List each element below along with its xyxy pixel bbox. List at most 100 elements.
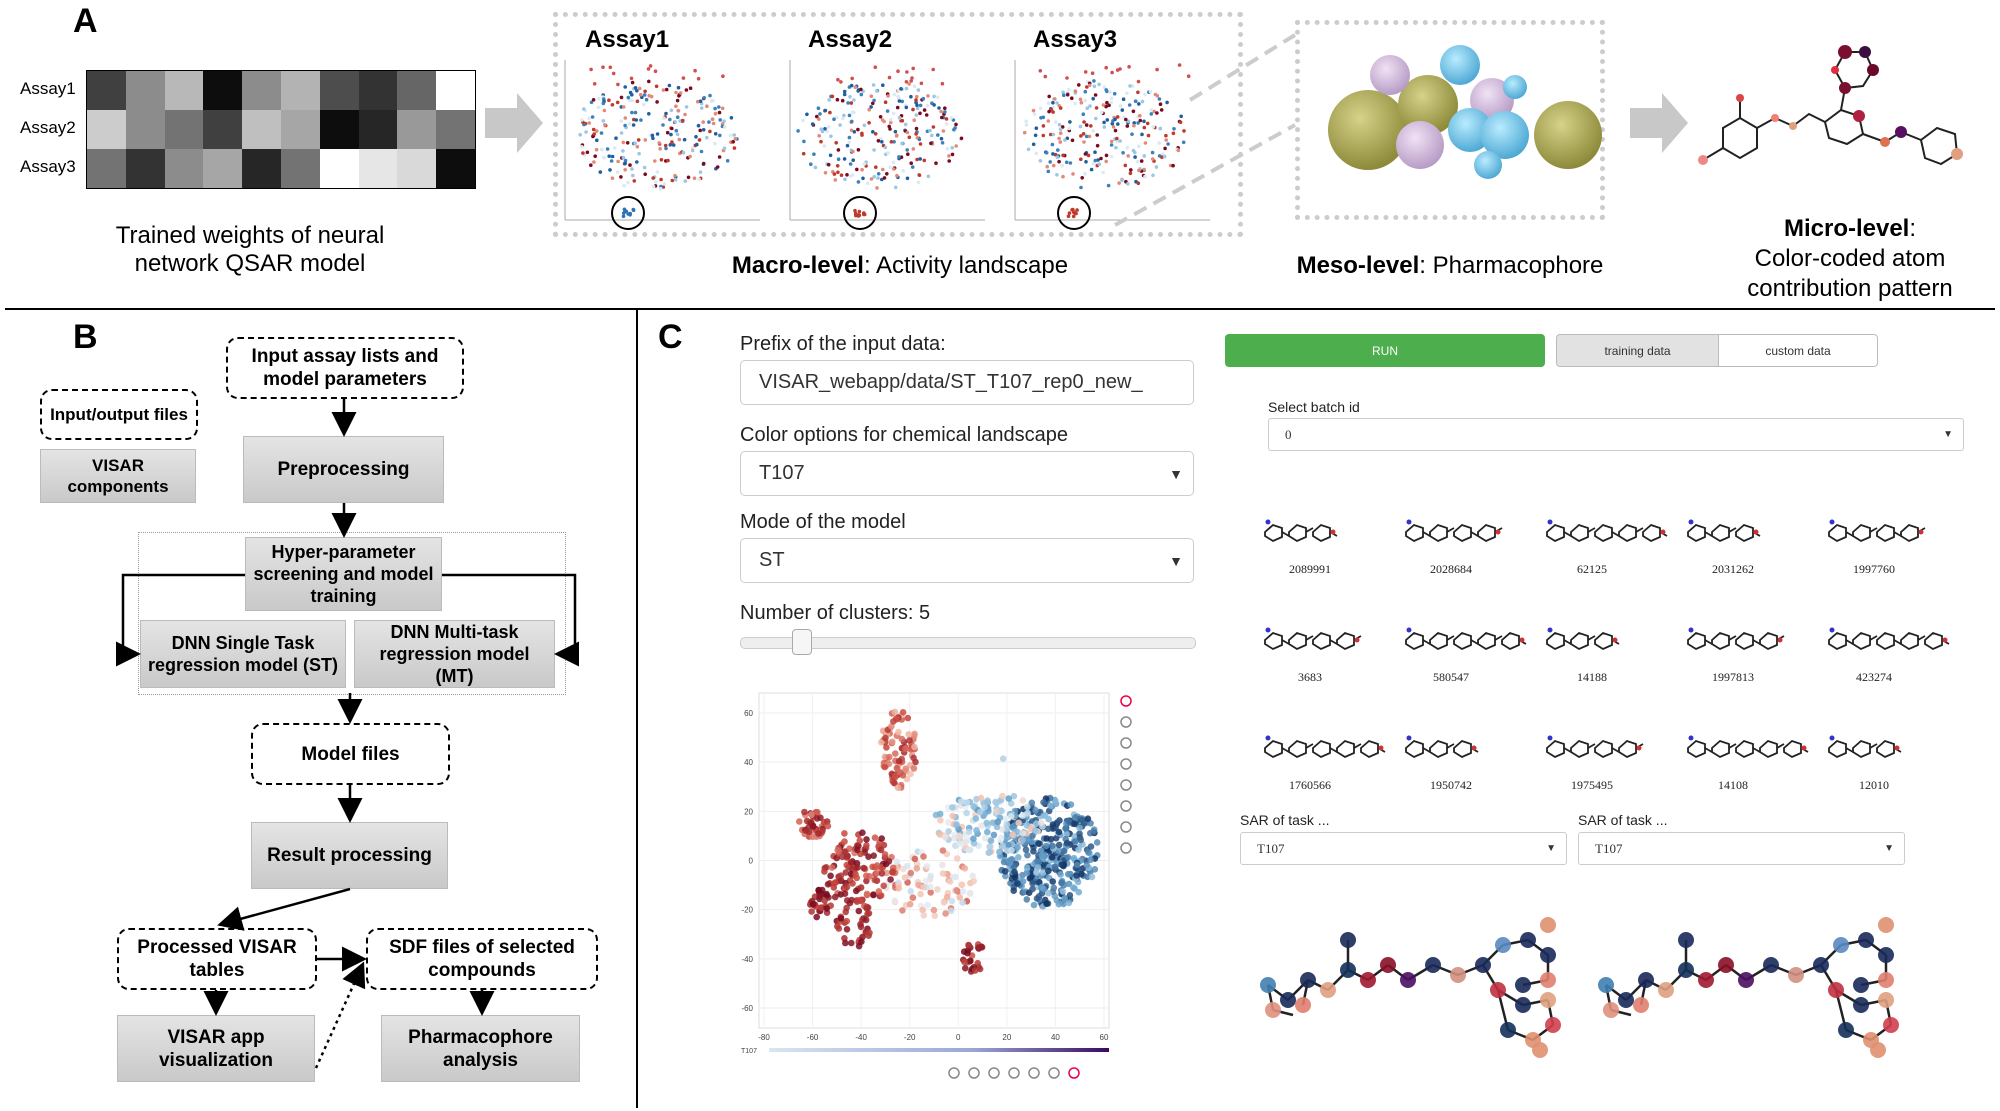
- molecule-thumbnail[interactable]: [1250, 500, 1370, 560]
- landscape-point: [887, 876, 894, 883]
- landscape-point: [1049, 878, 1056, 885]
- y-tick-label: -20: [741, 906, 753, 915]
- landscape-point: [907, 888, 914, 895]
- landscape-point: [973, 827, 980, 834]
- heatmap-cell: [87, 71, 126, 110]
- mode-select[interactable]: ST ▼: [740, 538, 1194, 583]
- landscape-point: [848, 939, 855, 947]
- sar-value-2: T107: [1595, 840, 1623, 856]
- landscape-point: [992, 798, 999, 806]
- sar-atom: [1638, 972, 1654, 988]
- color-options-select[interactable]: T107 ▼: [740, 451, 1194, 496]
- landscape-point: [877, 846, 885, 854]
- sar-atom: [1520, 932, 1536, 948]
- landscape-point: [1024, 809, 1031, 817]
- molecule-thumbnail[interactable]: [1814, 608, 1950, 668]
- molecule-thumbnail[interactable]: [1532, 500, 1668, 560]
- landscape-point: [828, 864, 836, 871]
- landscape-point: [958, 798, 965, 805]
- sar-select-2[interactable]: T107 ▼: [1578, 832, 1905, 865]
- panel-a-label: A: [73, 2, 98, 40]
- heatmap-cell: [87, 110, 126, 149]
- landscape-point: [902, 765, 909, 772]
- sar-atom: [1633, 997, 1649, 1013]
- molecule-id-label: 62125: [1577, 562, 1607, 576]
- molecule-thumbnail[interactable]: [1673, 608, 1793, 668]
- landscape-point: [993, 823, 1001, 831]
- landscape-point: [1030, 901, 1038, 909]
- landscape-point: [893, 858, 901, 866]
- landscape-point: [984, 828, 991, 836]
- molecule-thumbnail[interactable]: [1391, 716, 1511, 776]
- landscape-point: [1033, 869, 1040, 876]
- landscape-point: [1055, 828, 1063, 836]
- heatmap-cell: [436, 149, 475, 188]
- landscape-point: [864, 910, 871, 918]
- macro-level-caption: Macro-level: Activity landscape: [700, 252, 1100, 280]
- landscape-point: [967, 957, 974, 965]
- landscape-point: [990, 831, 998, 839]
- tab-training-data[interactable]: training data: [1556, 334, 1719, 367]
- landscape-point: [1029, 885, 1036, 893]
- sar-atom: [1833, 937, 1849, 953]
- landscape-point: [939, 861, 946, 869]
- landscape-point: [885, 858, 893, 865]
- landscape-point: [907, 770, 914, 778]
- landscape-point: [1078, 870, 1085, 878]
- molecule-thumbnail[interactable]: [1673, 716, 1809, 776]
- clusters-slider-handle[interactable]: [792, 629, 812, 655]
- landscape-point: [1010, 822, 1018, 830]
- landscape-point: [1019, 829, 1027, 837]
- prefix-input[interactable]: VISAR_webapp/data/ST_T107_rep0_new_: [740, 360, 1194, 405]
- landscape-point: [824, 881, 832, 888]
- molecule-thumbnail[interactable]: [1250, 608, 1370, 668]
- landscape-point: [927, 872, 935, 880]
- micro-molecule-image: [1698, 45, 1963, 166]
- landscape-point: [1084, 815, 1092, 822]
- clusters-slider-track[interactable]: [740, 637, 1196, 649]
- macro-level-text: : Activity landscape: [863, 252, 1069, 279]
- sar-atom: [1870, 1042, 1886, 1058]
- molecule-thumbnail[interactable]: [1673, 500, 1793, 560]
- landscape-point: [1001, 868, 1009, 875]
- landscape-point: [1063, 830, 1070, 838]
- landscape-point: [983, 819, 990, 827]
- molecule-thumbnail[interactable]: [1532, 716, 1652, 776]
- landscape-point: [1005, 842, 1012, 849]
- landscape-point: [959, 899, 966, 906]
- molecule-thumbnail[interactable]: [1391, 500, 1511, 560]
- molecule-thumbnail[interactable]: [1250, 716, 1386, 776]
- tab-custom-data[interactable]: custom data: [1718, 334, 1878, 367]
- landscape-point: [920, 853, 927, 860]
- molecule-thumbnail[interactable]: [1814, 716, 1934, 776]
- molecule-thumbnail[interactable]: [1814, 500, 1934, 560]
- landscape-point: [1076, 824, 1083, 832]
- landscape-point: [977, 794, 985, 802]
- landscape-point: [1023, 896, 1031, 903]
- pan-icon: [948, 1067, 960, 1079]
- sar-atom: [1425, 957, 1441, 973]
- molecule-id-label: 1760566: [1289, 778, 1331, 792]
- sar-select-1[interactable]: T107 ▼: [1240, 832, 1567, 865]
- landscape-point: [870, 852, 877, 859]
- landscape-point: [963, 799, 970, 806]
- molecule-thumbnail[interactable]: [1391, 608, 1527, 668]
- batch-select[interactable]: 0 ▼: [1268, 418, 1964, 451]
- sar-atom: [1280, 992, 1296, 1008]
- batch-value: 0: [1285, 426, 1292, 442]
- molecule-thumbnail[interactable]: [1532, 608, 1652, 668]
- landscape-point: [898, 735, 906, 743]
- sar-atom: [1340, 962, 1356, 978]
- landscape-point: [997, 836, 1004, 844]
- landscape-point: [870, 891, 877, 899]
- zoom-lines: [1114, 33, 1297, 227]
- run-button[interactable]: RUN: [1225, 334, 1545, 367]
- clusters-value: 5: [918, 602, 931, 624]
- landscape-point: [976, 808, 984, 816]
- landscape-point: [1076, 830, 1083, 837]
- landscape-point: [854, 864, 861, 871]
- arrow-right-icon: [485, 93, 543, 153]
- landscape-point: [1049, 821, 1057, 828]
- landscape-point: [854, 846, 861, 854]
